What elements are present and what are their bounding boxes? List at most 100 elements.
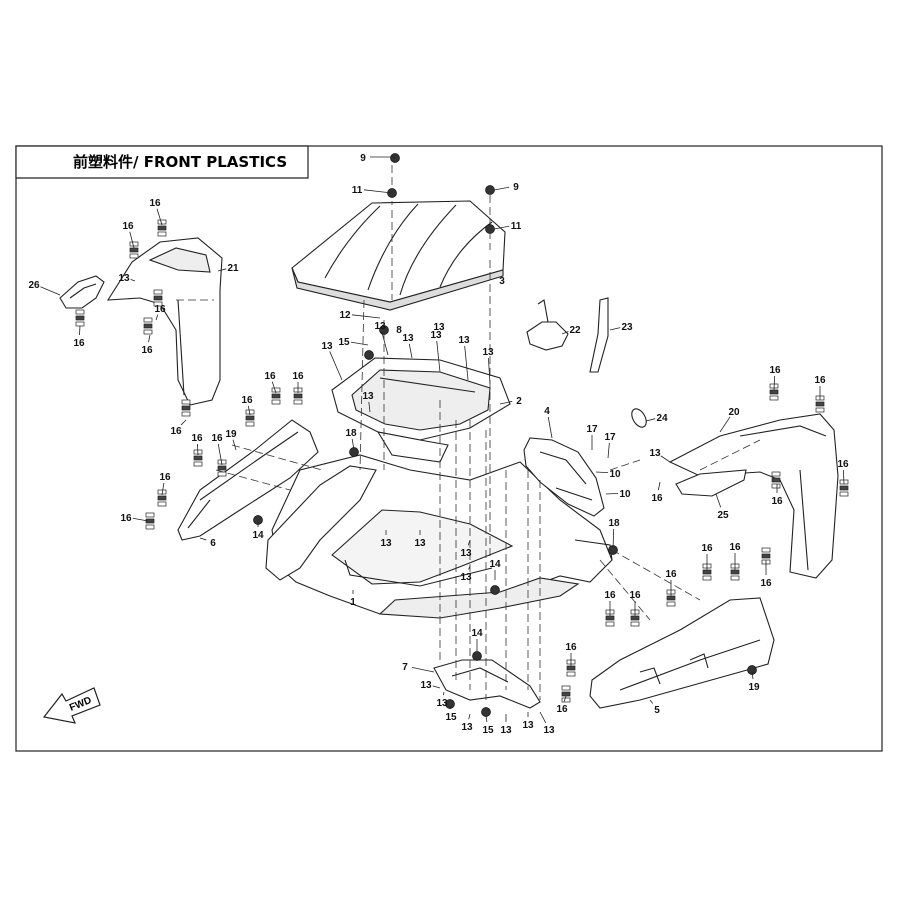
clip-fastener	[772, 472, 780, 488]
nut-fastener	[391, 154, 400, 163]
callout-13: 13	[380, 538, 392, 549]
callout-13: 13	[414, 538, 426, 549]
assembly-line	[612, 550, 700, 600]
callout-13: 13	[436, 698, 448, 709]
callout-16: 16	[191, 433, 203, 444]
nut-fastener	[482, 708, 491, 717]
callout-16: 16	[629, 590, 641, 601]
callout-13: 13	[482, 347, 494, 358]
callout-13: 13	[433, 322, 445, 333]
callout-13: 13	[362, 391, 374, 402]
clip-fastener	[158, 490, 166, 506]
callout-16: 16	[170, 426, 182, 437]
diagram-title: 前塑料件/ FRONT PLASTICS	[73, 153, 287, 171]
callout-13: 13	[420, 680, 432, 691]
callout-6: 6	[210, 538, 216, 549]
callout-15: 15	[482, 725, 494, 736]
part-26-left-bezel	[60, 276, 104, 308]
leader-line	[330, 351, 342, 380]
callout-13: 13	[374, 321, 386, 332]
callout-22: 22	[569, 325, 581, 336]
leader-line	[716, 494, 721, 507]
part-3-hood	[292, 201, 505, 310]
callout-14: 14	[471, 628, 483, 639]
callout-1: 1	[350, 597, 356, 608]
clip-fastener	[218, 460, 226, 476]
clip-fastener	[76, 310, 84, 326]
clip-fastener	[130, 242, 138, 258]
fwd-arrow: FWD	[44, 688, 100, 723]
clip-fastener	[182, 400, 190, 416]
leader-line	[494, 187, 509, 190]
leader-line	[443, 692, 444, 695]
callout-9: 9	[360, 153, 366, 164]
leader-line	[79, 326, 80, 335]
callout-18: 18	[345, 428, 357, 439]
leader-line	[352, 315, 380, 318]
leader-line	[540, 712, 546, 723]
callout-10: 10	[619, 489, 631, 500]
part-25-right-trim	[676, 470, 746, 496]
callout-19: 19	[225, 429, 237, 440]
callout-24: 24	[656, 413, 668, 424]
callout-16: 16	[837, 459, 849, 470]
callout-10: 10	[609, 469, 621, 480]
callout-11: 11	[352, 185, 363, 196]
nut-fastener	[486, 186, 495, 195]
clip-fastener	[246, 410, 254, 426]
callout-16: 16	[651, 493, 663, 504]
callout-16: 16	[665, 569, 677, 580]
part-21-left-fender	[108, 238, 222, 405]
leader-line	[720, 417, 730, 432]
leader-line	[650, 700, 653, 703]
callout-13: 13	[500, 725, 512, 736]
callout-16: 16	[769, 365, 781, 376]
callout-13: 13	[321, 341, 333, 352]
callout-16: 16	[141, 345, 153, 356]
leader-line	[469, 714, 470, 719]
part-5-right-panel	[590, 598, 774, 708]
clip-fastener	[158, 220, 166, 236]
nut-fastener	[365, 351, 374, 360]
part-2-storage-tray	[332, 358, 510, 462]
callout-3: 3	[499, 276, 505, 287]
leader-line	[661, 456, 670, 462]
clip-fastener	[272, 388, 280, 404]
callout-13: 13	[543, 725, 555, 736]
callout-23: 23	[621, 322, 633, 333]
callout-15: 15	[445, 712, 457, 723]
callout-13: 13	[402, 333, 414, 344]
leader-line	[351, 342, 368, 345]
leader-line	[233, 440, 236, 450]
clip-fastener	[144, 318, 152, 334]
leader-line	[658, 482, 660, 490]
callout-8: 8	[396, 325, 402, 336]
leader-line	[610, 328, 620, 330]
leader-line	[148, 335, 150, 342]
callout-2: 2	[516, 396, 522, 407]
callout-16: 16	[814, 375, 826, 386]
leader-line	[646, 419, 655, 421]
leader-line	[613, 529, 614, 548]
callout-17: 17	[604, 432, 616, 443]
callout-16: 16	[149, 198, 161, 209]
leader-line	[606, 493, 618, 494]
callout-16: 16	[729, 542, 741, 553]
leader-line	[40, 287, 60, 295]
callout-14: 14	[252, 530, 264, 541]
leader-line	[200, 538, 206, 540]
leader-line	[156, 315, 158, 320]
callout-16: 16	[73, 338, 85, 349]
callout-13: 13	[522, 720, 534, 731]
callout-18: 18	[608, 518, 620, 529]
callout-16: 16	[604, 590, 616, 601]
callout-16: 16	[120, 513, 132, 524]
title-box: 前塑料件/ FRONT PLASTICS	[16, 146, 308, 178]
callout-9: 9	[513, 182, 519, 193]
callout-17: 17	[586, 424, 598, 435]
leader-line	[608, 443, 609, 458]
callout-7: 7	[402, 662, 408, 673]
callout-13: 13	[460, 572, 472, 583]
